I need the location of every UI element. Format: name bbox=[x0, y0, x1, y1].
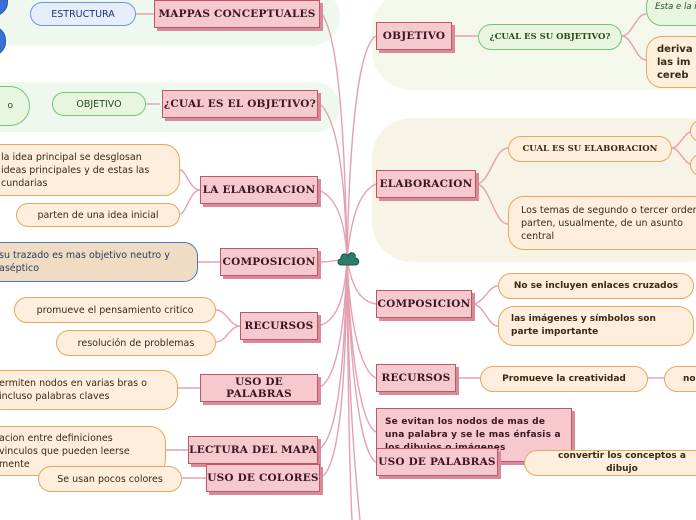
uso-de-colores-label: USO DE COLORES bbox=[207, 472, 319, 484]
la-elaboracion-label: LA ELABORACION bbox=[202, 184, 316, 196]
cual-es-su-objetivo-pill[interactable]: ¿CUAL ES SU OBJETIVO? bbox=[478, 24, 622, 50]
composicion-right-header[interactable]: COMPOSICION bbox=[376, 290, 472, 318]
uso-de-palabras-left-label: USO DE PALABRAS bbox=[226, 376, 292, 400]
elaboracion-left-detail-2[interactable]: parten de una idea inicial bbox=[16, 203, 180, 227]
estructura-label: ESTRUCTURA bbox=[51, 8, 115, 20]
estructura-pill[interactable]: ESTRUCTURA bbox=[30, 2, 136, 26]
cual-es-su-elaboracion-pill[interactable]: CUAL ES SU ELABORACION bbox=[508, 136, 672, 162]
recursos-right-header[interactable]: RECURSOS bbox=[376, 364, 456, 392]
elaboracion-left-detail-1[interactable]: la idea principal se desglosan ideas pri… bbox=[0, 144, 180, 196]
palabras-left-detail[interactable]: ermiten nodos en varias bras o incluso p… bbox=[0, 370, 178, 410]
colores-left-detail[interactable]: Se usan pocos colores bbox=[38, 466, 182, 492]
cual-es-su-objetivo-label: ¿CUAL ES SU OBJETIVO? bbox=[489, 32, 611, 42]
palabras-right-detail[interactable]: convertir los conceptos a dibujo bbox=[524, 450, 696, 476]
objetivo-right-detail[interactable]: deriva las im cereb bbox=[646, 36, 696, 88]
elaboracion-right-detail[interactable]: Los temas de segundo o tercer orden part… bbox=[508, 196, 696, 250]
cual-es-el-objetivo-header[interactable]: ¿CUAL ES EL OBJETIVO? bbox=[162, 90, 318, 118]
mapas-conceptuales-label: MAPPAS CONCEPTUALES bbox=[158, 8, 316, 20]
elaboracion-right-header[interactable]: ELABORACION bbox=[376, 170, 476, 198]
composicion-right-detail-2-text: las imágenes y símbolos son parte import… bbox=[511, 314, 656, 337]
composicion-right-detail-1[interactable]: No se incluyen enlaces cruzados bbox=[498, 273, 694, 299]
objetivo-right-detail-text: deriva las im cereb bbox=[657, 43, 693, 81]
cual-es-el-objetivo-label: ¿CUAL ES EL OBJETIVO? bbox=[164, 98, 316, 110]
composicion-left-header[interactable]: COMPOSICION bbox=[220, 248, 318, 276]
recursos-right-label: RECURSOS bbox=[381, 372, 451, 384]
uso-de-palabras-left-header[interactable]: USO DE PALABRAS bbox=[200, 374, 318, 402]
lectura-del-mapa-label: LECTURA DEL MAPA bbox=[189, 444, 317, 456]
colores-left-detail-text: Se usan pocos colores bbox=[57, 473, 163, 485]
recursos-right-detail-1[interactable]: Promueve la creatividad bbox=[480, 366, 648, 392]
recursos-right-detail-1-text: Promueve la creatividad bbox=[502, 373, 626, 384]
uso-de-colores-header[interactable]: USO DE COLORES bbox=[206, 464, 320, 492]
objetivo-right-label: OBJETIVO bbox=[382, 30, 446, 42]
cloud-icon[interactable] bbox=[336, 248, 360, 270]
objetivo-top-text: Esta e la info bbox=[655, 2, 696, 12]
lectura-left-detail-text: acion entre definiciones vinculos que pu… bbox=[0, 432, 130, 470]
objetivo-top-text-node[interactable]: Esta e la info bbox=[646, 0, 696, 26]
objetivo-pill-left-label: OBJETIVO bbox=[76, 98, 122, 110]
recursos-left-detail-1[interactable]: promueve el pensamiento critico bbox=[14, 297, 216, 323]
palabras-right-detail-text: convertir los conceptos a dibujo bbox=[558, 451, 686, 474]
composicion-right-label: COMPOSICION bbox=[377, 298, 471, 310]
recursos-left-label: RECURSOS bbox=[244, 320, 314, 332]
recursos-left-header[interactable]: RECURSOS bbox=[240, 312, 318, 340]
elaboracion-right-label: ELABORACION bbox=[379, 178, 473, 190]
composicion-right-detail-2[interactable]: las imágenes y símbolos son parte import… bbox=[498, 306, 694, 346]
elaboracion-left-detail-2-text: parten de una idea inicial bbox=[37, 209, 159, 221]
composicion-left-detail[interactable]: su trazado es mas objetivo neutro y asép… bbox=[0, 242, 198, 282]
uso-de-palabras-right-header[interactable]: USO DE PALABRAS bbox=[376, 448, 498, 476]
left-green-edge-text: o bbox=[7, 101, 13, 111]
lectura-del-mapa-header[interactable]: LECTURA DEL MAPA bbox=[188, 436, 318, 464]
cual-es-su-elaboracion-label: CUAL ES SU ELABORACION bbox=[522, 143, 658, 154]
composicion-right-detail-1-text: No se incluyen enlaces cruzados bbox=[513, 280, 679, 291]
uso-de-palabras-right-label: USO DE PALABRAS bbox=[378, 456, 496, 468]
recursos-right-detail-2-text: no bbox=[683, 373, 696, 384]
recursos-right-detail-2[interactable]: no bbox=[664, 366, 696, 392]
composicion-left-detail-text: su trazado es mas objetivo neutro y asép… bbox=[0, 250, 170, 274]
recursos-left-detail-2-text: resolución de problemas bbox=[77, 337, 195, 349]
composicion-left-label: COMPOSICION bbox=[222, 256, 316, 268]
elaboracion-left-detail-1-text: la idea principal se desglosan ideas pri… bbox=[1, 151, 150, 189]
recursos-left-detail-1-text: promueve el pensamiento critico bbox=[36, 304, 194, 316]
recursos-left-detail-2[interactable]: resolución de problemas bbox=[56, 330, 216, 356]
la-elaboracion-header[interactable]: LA ELABORACION bbox=[200, 176, 318, 204]
objetivo-right-header[interactable]: OBJETIVO bbox=[376, 22, 452, 50]
objetivo-pill-left[interactable]: OBJETIVO bbox=[52, 92, 146, 116]
nodos-text: Se evitan los nodos de mas de una palabr… bbox=[385, 416, 561, 453]
palabras-left-detail-text: ermiten nodos en varias bras o incluso p… bbox=[0, 378, 147, 402]
elaboracion-right-detail-text: Los temas de segundo o tercer orden part… bbox=[521, 204, 696, 242]
mapas-conceptuales-header[interactable]: MAPPAS CONCEPTUALES bbox=[154, 0, 320, 28]
